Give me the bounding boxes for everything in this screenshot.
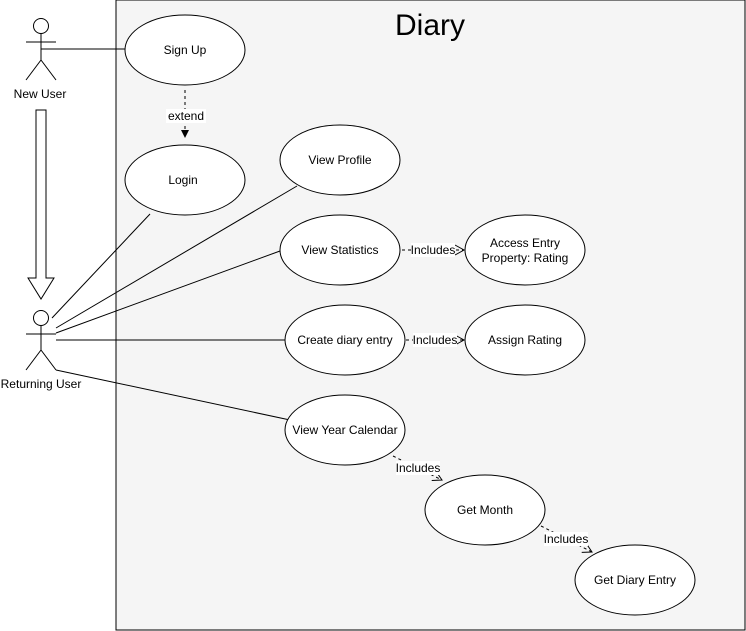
usecase-login-label: Login [168, 173, 197, 187]
actor-new-user-label: New User [14, 87, 67, 101]
usecase-get-month: Get Month [424, 474, 546, 546]
usecase-assign-rating: Assign Rating [464, 304, 586, 376]
assoc-returning-login [51, 213, 151, 319]
usecase-get-diary-entry-label: Get Diary Entry [594, 573, 676, 587]
usecase-view-year-calendar: View Year Calendar [284, 394, 406, 466]
usecase-access-entry-label-2: Property: Rating [482, 251, 569, 265]
assoc-returning-calendar [55, 369, 291, 421]
usecase-create-diary-entry-label: Create diary entry [297, 333, 392, 347]
usecase-view-statistics-label: View Statistics [301, 243, 378, 257]
system-boundary [115, 0, 746, 631]
usecase-assign-rating-label: Assign Rating [488, 333, 562, 347]
usecase-login: Login [124, 144, 246, 216]
usecase-sign-up-label: Sign Up [164, 43, 207, 57]
includes-label-stats: Includes [411, 243, 456, 257]
usecase-view-statistics: View Statistics [279, 214, 401, 286]
actor-returning-user: Returning User [1, 310, 82, 391]
usecase-create-diary-entry: Create diary entry [284, 304, 406, 376]
generalization-arrow [27, 109, 55, 300]
usecase-sign-up: Sign Up [124, 14, 246, 86]
usecase-view-profile-label: View Profile [308, 153, 371, 167]
assoc-returning-viewprofile [55, 185, 298, 329]
diagram-title: Diary [395, 9, 465, 42]
actor-returning-user-label: Returning User [1, 377, 82, 391]
usecase-view-profile: View Profile [279, 124, 401, 196]
actor-new-user: New User [14, 18, 67, 101]
usecase-access-entry-property: Access Entry Property: Rating [464, 214, 586, 286]
usecase-access-entry-label-1: Access Entry [490, 236, 560, 250]
usecase-view-year-calendar-label: View Year Calendar [292, 423, 397, 437]
usecase-get-month-label: Get Month [457, 503, 513, 517]
includes-label-month: Includes [544, 532, 589, 546]
extend-label: extend [168, 109, 204, 123]
includes-label-create: Includes [413, 333, 458, 347]
includes-label-calendar: Includes [396, 461, 441, 475]
usecase-get-diary-entry: Get Diary Entry [574, 544, 696, 616]
assoc-returning-viewstatistics [55, 250, 281, 334]
